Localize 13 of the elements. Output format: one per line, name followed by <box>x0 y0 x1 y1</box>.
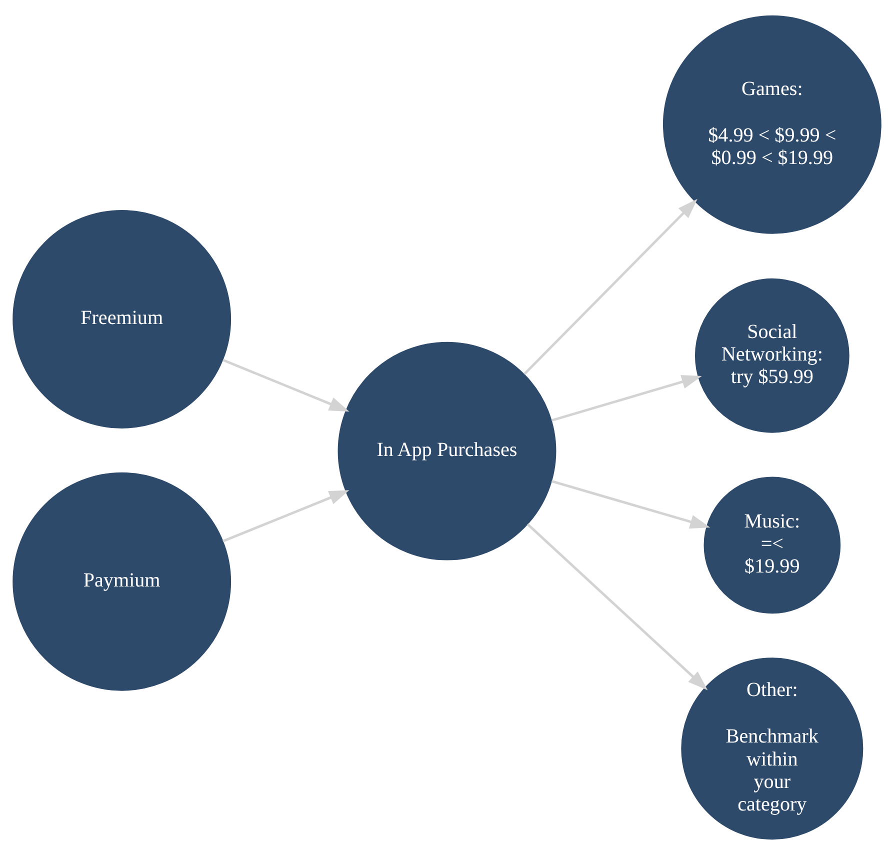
arrow <box>222 490 350 542</box>
node-circle: In App Purchases <box>338 341 556 560</box>
node-circle: Music: =< $19.99 <box>704 476 841 614</box>
arrow <box>523 198 698 374</box>
node-circle: Paymium <box>12 472 232 690</box>
node-circle: Other: Benchmark within your category <box>681 657 864 840</box>
arrow <box>551 480 710 528</box>
arrow <box>526 522 708 690</box>
arrow <box>222 358 350 412</box>
node-circle: Freemium <box>12 210 232 428</box>
node-circle: Games: $4.99 < $9.99 < $0.99 < $19.99 <box>662 14 882 234</box>
arrow <box>551 374 702 422</box>
node-circle: Social Networking: try $59.99 <box>694 278 850 432</box>
